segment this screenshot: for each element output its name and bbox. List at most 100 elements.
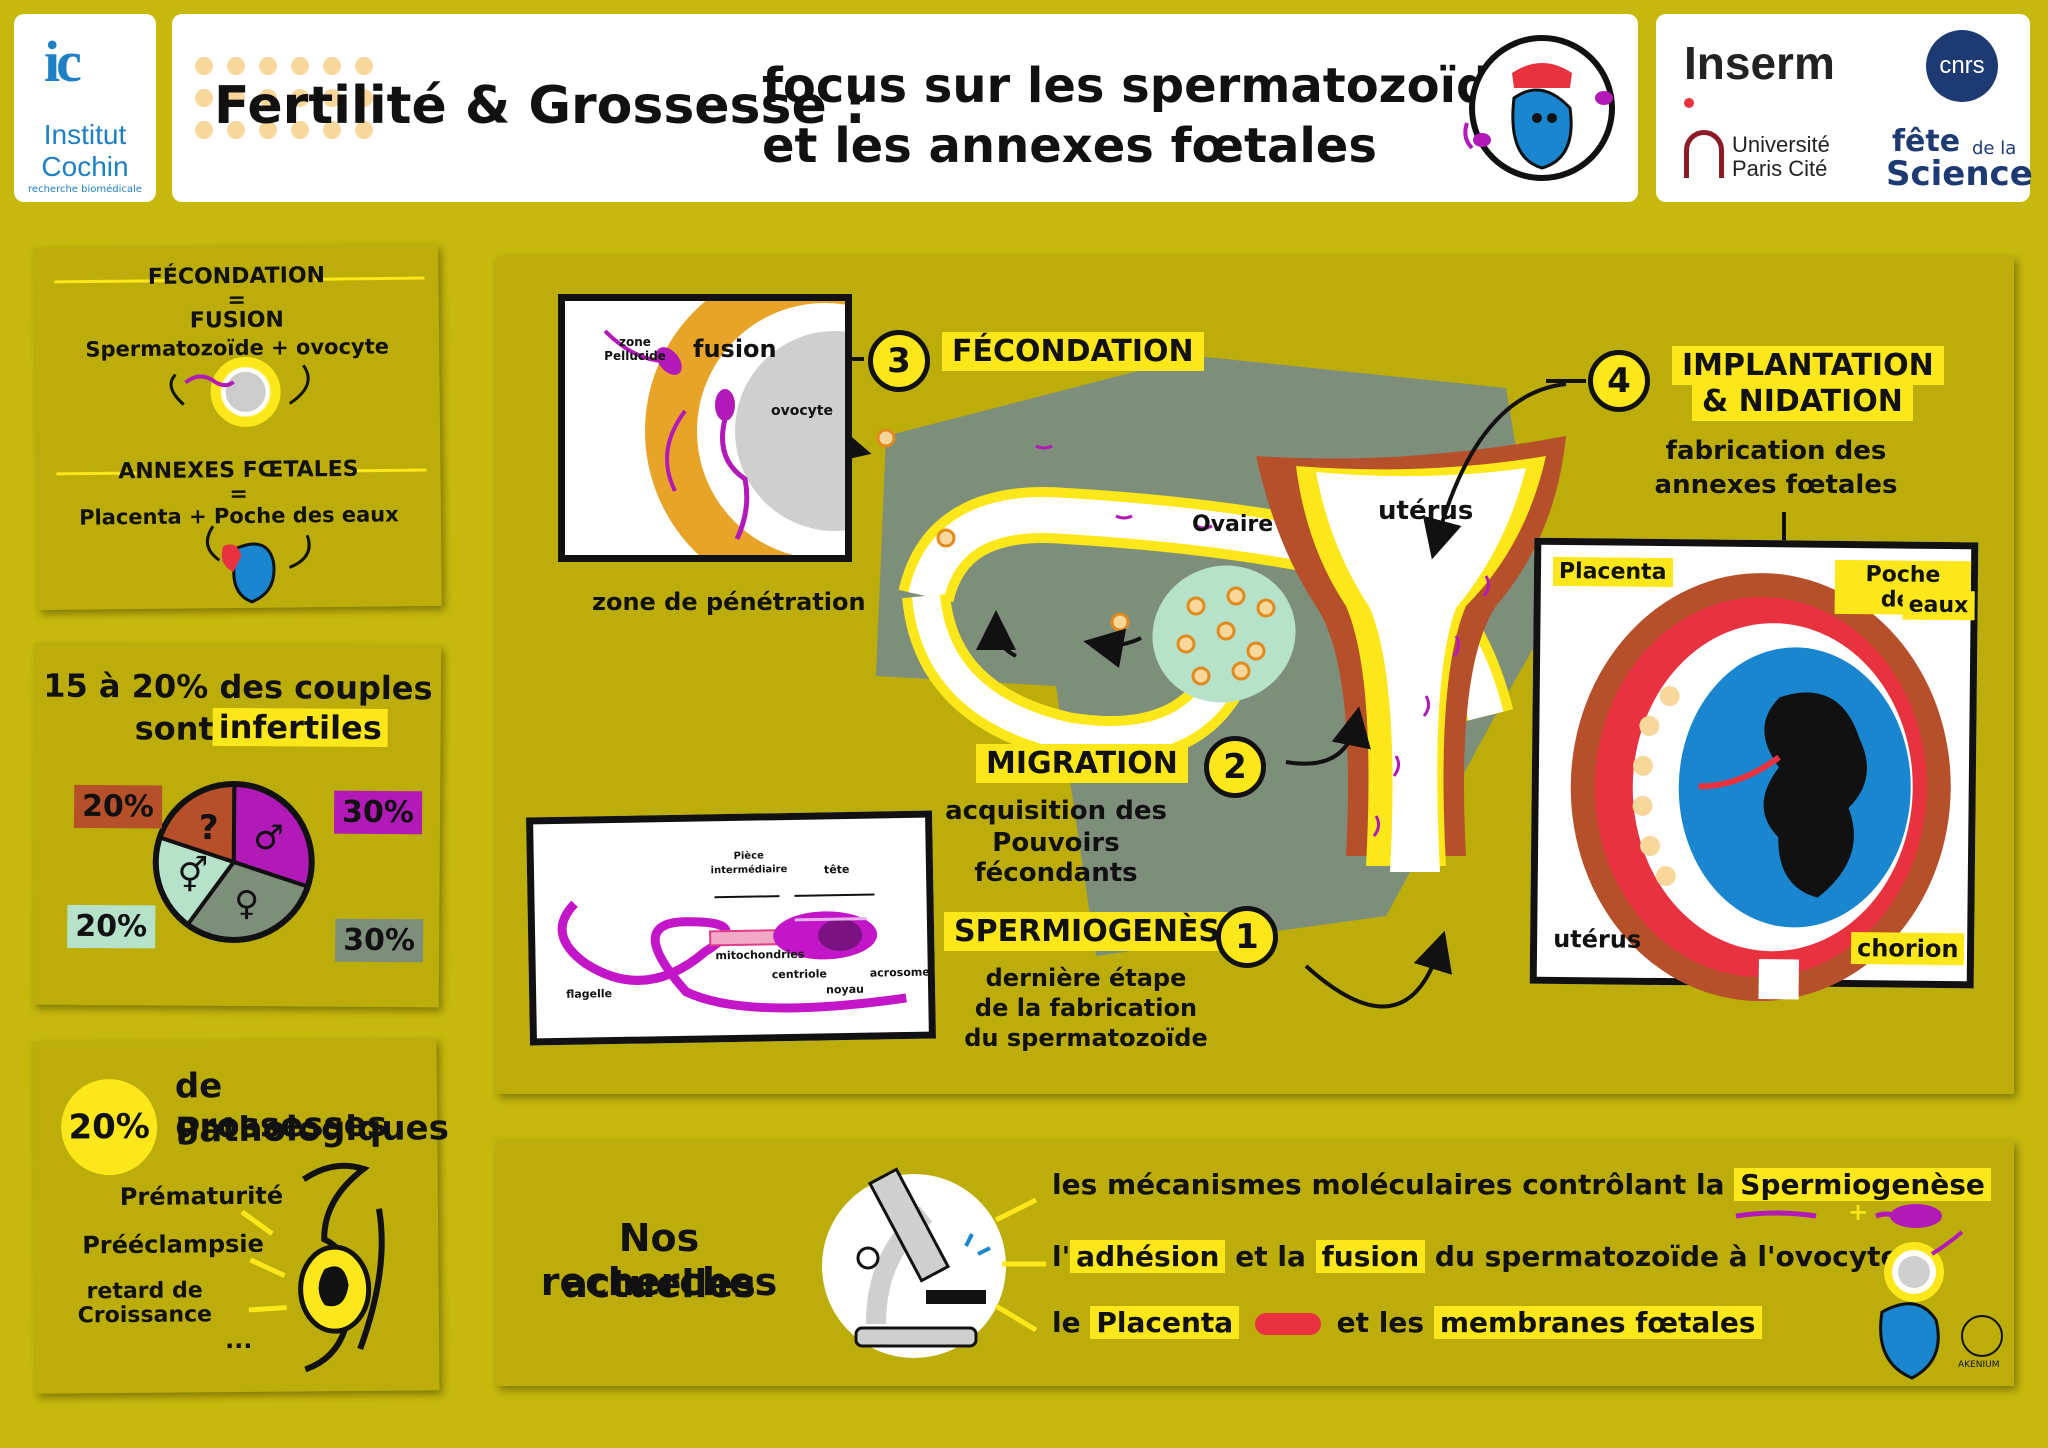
pathological-pregnancy-panel: 20% de grossesses Pathologiques Prématur…	[32, 1038, 449, 1394]
placenta-icon	[1254, 1313, 1321, 1335]
step-3-number-text: 3	[887, 341, 911, 381]
step-4-number: 4	[1588, 350, 1650, 412]
infertility-pie-chart: ♂♀⚥?	[152, 780, 315, 943]
research-line-2-e: du spermatozoïde à l'ovocyte	[1434, 1240, 1900, 1273]
pie-outline	[152, 780, 315, 943]
fecondation-definition-panel: FÉCONDATION = FUSION Spermatozoïde + ovo…	[34, 243, 442, 611]
step-2-title: MIGRATION	[976, 744, 1188, 783]
placenta-drawing	[1570, 573, 1951, 1002]
pie-slice-symbol-0: ♂	[253, 818, 284, 858]
step-2-sub-1: acquisition des	[945, 796, 1167, 826]
pie-label-both: 20%	[67, 904, 156, 949]
chorion-label: chorion	[1850, 932, 1965, 966]
pie-label-unknown-text: 20%	[82, 788, 155, 825]
centriole-label: centriole	[771, 967, 827, 982]
step-1-title: SPERMIOGENÈSE	[944, 912, 1251, 951]
zone-penetration-label: zone de pénétration	[592, 588, 866, 616]
research-title-2: actuelles	[562, 1262, 756, 1306]
fete-science-2: de la	[1972, 138, 2017, 159]
step-1-sub-2: de la fabrication	[974, 994, 1198, 1022]
step-4-title-2: & NIDATION	[1692, 382, 1913, 421]
uterus-diagram	[782, 356, 1786, 1009]
ovaire-label: Ovaire	[1192, 512, 1274, 537]
research-spermiogenese: Spermiogenèse	[1734, 1168, 1991, 1201]
institut-name-1: Institut	[43, 119, 127, 150]
noyau-label: noyau	[825, 982, 865, 997]
fusion-inset-drawing	[603, 301, 845, 555]
universite-logo-icon	[1684, 130, 1724, 178]
cnrs-logo-text: cnrs	[1939, 52, 1985, 79]
spermatozoid-anatomy-inset: Pièce intermédiaire tête mitochondries c…	[526, 810, 936, 1046]
sperm-anatomy-drawing	[557, 893, 907, 1013]
research-placenta: Placenta	[1090, 1306, 1240, 1339]
research-line-3-a: le	[1052, 1306, 1081, 1339]
box1-lines	[54, 276, 427, 604]
title-right-1: focus sur les spermatozoïdes	[762, 58, 1552, 114]
title-right-2: et les annexes fœtales	[762, 118, 1377, 174]
research-line-2-c: et la	[1235, 1240, 1306, 1273]
box1-placenta-poche: Placenta + Poche des eaux	[79, 502, 399, 530]
institut-name-2: Cochin	[41, 151, 129, 182]
step-4-sub-1: fabrication des	[1665, 436, 1887, 466]
research-line-1-text: les mécanismes moléculaires contrôlant l…	[1052, 1168, 1725, 1201]
institut-cochin-logo: ic Institut Cochin recherche biomédicale	[14, 14, 156, 202]
box1-fusion: FUSION	[189, 307, 285, 334]
pie-label-unknown: 20%	[73, 784, 163, 829]
partners-logos: Inserm cnrs Université Paris Cité fête d…	[1656, 14, 2033, 202]
step-1-sub-1: dernière étape	[985, 964, 1187, 992]
step-4-title-1: IMPLANTATION	[1672, 346, 1944, 385]
research-panel: Nos recherches actuelles les mécanismes …	[496, 1140, 2014, 1386]
main-process-panel: zone Pellucide fusion ovocyte zone de pé…	[496, 256, 2014, 1094]
artist-signature: AKENIUM	[1958, 1360, 2000, 1370]
step-2-number-text: 2	[1223, 747, 1247, 787]
universite-name-2: Paris Cité	[1732, 156, 1828, 181]
acrosome-label: acrosome	[869, 965, 930, 980]
tete-label: tête	[823, 862, 850, 877]
research-line-2: l'adhésion et la fusion du spermatozoïde…	[1052, 1240, 1900, 1273]
fete-science-1: fête	[1892, 124, 1961, 159]
zone-pellucide-label-2: Pellucide	[604, 349, 666, 363]
pie-label-female: 30%	[335, 918, 424, 963]
step-3-title: FÉCONDATION	[942, 332, 1204, 371]
step-1-number-text: 1	[1235, 917, 1259, 957]
step-2-number: 2	[1204, 736, 1266, 798]
step-4-number-text: 4	[1607, 361, 1631, 401]
step-1-number: 1	[1216, 906, 1278, 968]
pie-label-female-text: 30%	[343, 922, 416, 959]
title-left: Fertilité & Grossesse :	[214, 76, 866, 136]
piece-intermediaire-label-2: intermédiaire	[710, 864, 788, 877]
research-title-1: Nos recherches	[540, 1216, 778, 1304]
ovocyte-label: ovocyte	[771, 403, 833, 419]
uterus-label: utérus	[1378, 496, 1474, 526]
inserm-logo: Inserm	[1684, 37, 1835, 89]
title-banner: Fertilité & Grossesse : focus sur les sp…	[172, 14, 1638, 202]
universite-name-1: Université	[1732, 132, 1830, 157]
research-line-3-c: et les	[1336, 1306, 1425, 1339]
infertility-panel: 15 à 20% des couples sont infertiles ♂♀⚥…	[32, 642, 442, 1008]
pie-label-male-text: 30%	[341, 794, 415, 831]
placenta-inset: Placenta Poche des eaux utérus chorion	[1529, 537, 1979, 1002]
research-line-3: le Placenta et les membranes fœtales	[1052, 1306, 1762, 1339]
mascot-illustration	[1463, 35, 1615, 181]
fete-science-3: Science	[1886, 154, 2033, 194]
inserm-dot-icon	[1684, 98, 1694, 108]
dots-decoration	[195, 57, 373, 139]
pie-label-both-text: 20%	[75, 908, 148, 945]
step-1-sub-3: du spermatozoïde	[964, 1024, 1208, 1052]
box1-spermatozoide-ovocyte: Spermatozoïde + ovocyte	[85, 334, 390, 362]
pie-slice-symbol-3: ?	[199, 808, 219, 848]
institut-logo-mark: ic	[44, 29, 82, 94]
research-line-1: les mécanismes moléculaires contrôlant l…	[1052, 1168, 1991, 1201]
microscope-icon	[822, 1167, 1046, 1358]
research-plus: +	[1848, 1198, 1869, 1226]
pie-label-male: 30%	[333, 790, 423, 835]
pie-slice-symbol-1: ♀	[234, 884, 259, 924]
piece-intermediaire-label-1: Pièce	[733, 850, 764, 862]
flagelle-label: flagelle	[566, 987, 613, 1001]
mitochondries-label: mitochondries	[715, 947, 805, 963]
research-fusion: fusion	[1315, 1240, 1426, 1273]
step-4-sub-2: annexes fœtales	[1654, 470, 1898, 500]
institut-subtitle: recherche biomédicale	[28, 184, 142, 195]
fusion-label: fusion	[693, 335, 777, 363]
poche-eaux-label-2: eaux	[1902, 590, 1975, 621]
